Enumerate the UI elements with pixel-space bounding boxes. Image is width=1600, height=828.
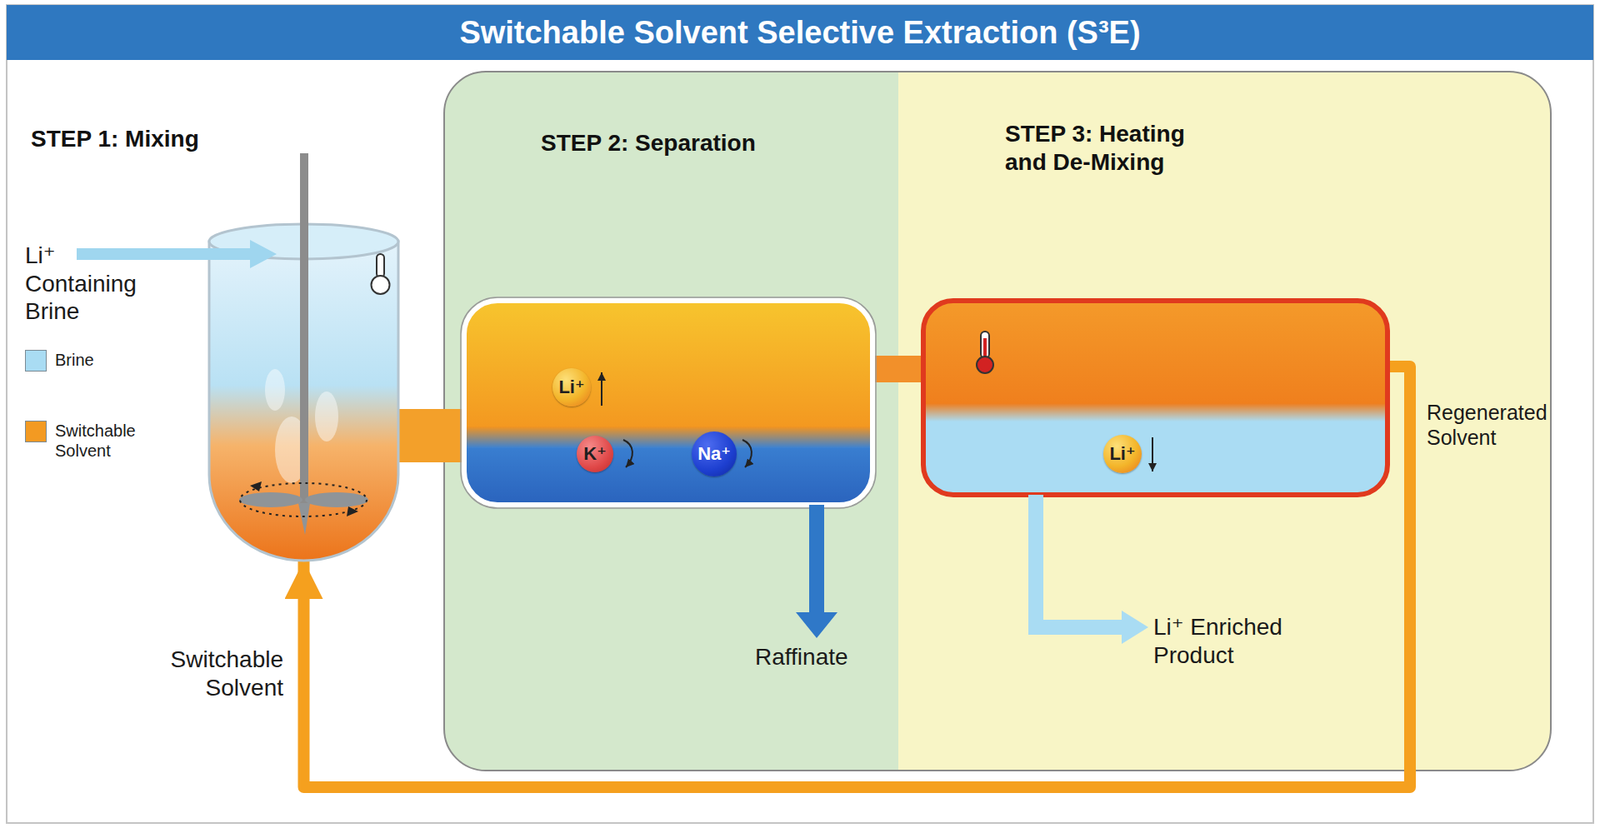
stream-label: Regenerated Solvent [1426, 400, 1552, 450]
product-arrow-head [1121, 610, 1149, 645]
inlet-label: Li⁺ Containing Brine [25, 241, 150, 326]
legend-item: Switchable Solvent [25, 420, 147, 461]
ion-circle: K⁺ [576, 435, 614, 473]
impeller-blade [305, 492, 369, 508]
swirl [315, 391, 339, 442]
mixer-art [76, 153, 399, 561]
heater-vessel: Li⁺ [923, 300, 1388, 495]
step-heading: STEP 1: Mixing [30, 125, 200, 154]
outlet-label: Raffinate [755, 643, 849, 672]
mixer-shaft [300, 153, 309, 507]
ion-circle: Li⁺ [1103, 435, 1142, 474]
legend-text: Brine [55, 350, 147, 370]
panel-outline [444, 71, 1551, 771]
rotation-head [250, 481, 262, 492]
ion-label: Na⁺ [697, 443, 731, 465]
solvent-phase [464, 300, 873, 440]
stream-label: Switchable Solvent [125, 645, 284, 702]
ion-circle: Na⁺ [691, 431, 737, 477]
separator-outline [460, 297, 876, 509]
aqueous-phase [923, 413, 1388, 495]
phase-boundary [464, 426, 873, 449]
mixer-vessel: STEP 1: Mixing [209, 224, 399, 561]
legend-swatch [25, 420, 47, 443]
raffinate-arrow [795, 505, 838, 639]
ion-label: K⁺ [583, 443, 607, 465]
brine-inlet-arrow [76, 240, 277, 269]
thermometer-bulb [976, 356, 994, 374]
pipe [398, 409, 465, 463]
rotation-head [346, 506, 359, 517]
diagram-title: Switchable Solvent Selective Extraction … [459, 15, 1140, 51]
up-arrow [600, 372, 603, 406]
solvent-phase [923, 300, 1388, 414]
impeller-blade [298, 503, 310, 535]
separator-vessel: Li⁺ K⁺ Na⁺ [464, 300, 873, 505]
product-arrow [1035, 495, 1124, 628]
separation-ground [444, 71, 899, 771]
ion-label: Li⁺ [558, 376, 585, 399]
down-arrow [742, 440, 752, 468]
title-bar [6, 5, 1594, 60]
phase-boundary [923, 403, 1388, 422]
recycle-line [304, 366, 1411, 788]
thermometer [376, 254, 385, 278]
separator-art [460, 297, 876, 639]
panel-grounds [444, 71, 1551, 771]
swirl [265, 369, 285, 411]
aqueous-phase [464, 439, 873, 505]
legend-text: Switchable Solvent [55, 420, 147, 461]
step-heading: STEP 2: Separation [540, 129, 756, 158]
thermometer-bulb [371, 275, 390, 295]
ion-label: Li⁺ [1109, 443, 1135, 465]
pipe [872, 355, 924, 383]
heater-art [923, 300, 1388, 645]
step-heading: STEP 3: Heating and De-Mixing [1005, 120, 1214, 176]
legend-swatch [25, 350, 47, 372]
outlet-label: Li⁺ Enriched Product [1153, 613, 1320, 670]
down-arrow [623, 440, 633, 468]
heating-ground [898, 71, 1551, 771]
down-arrow [1151, 437, 1154, 472]
ion-circle: Li⁺ [552, 368, 591, 407]
frame [6, 5, 1594, 824]
heater-outline [923, 300, 1388, 495]
impeller-blade [239, 492, 303, 508]
separator-outline [464, 300, 873, 505]
title-holder: Switchable Solvent Selective Extraction … [6, 5, 1594, 60]
legend-item: Brine [25, 350, 147, 372]
